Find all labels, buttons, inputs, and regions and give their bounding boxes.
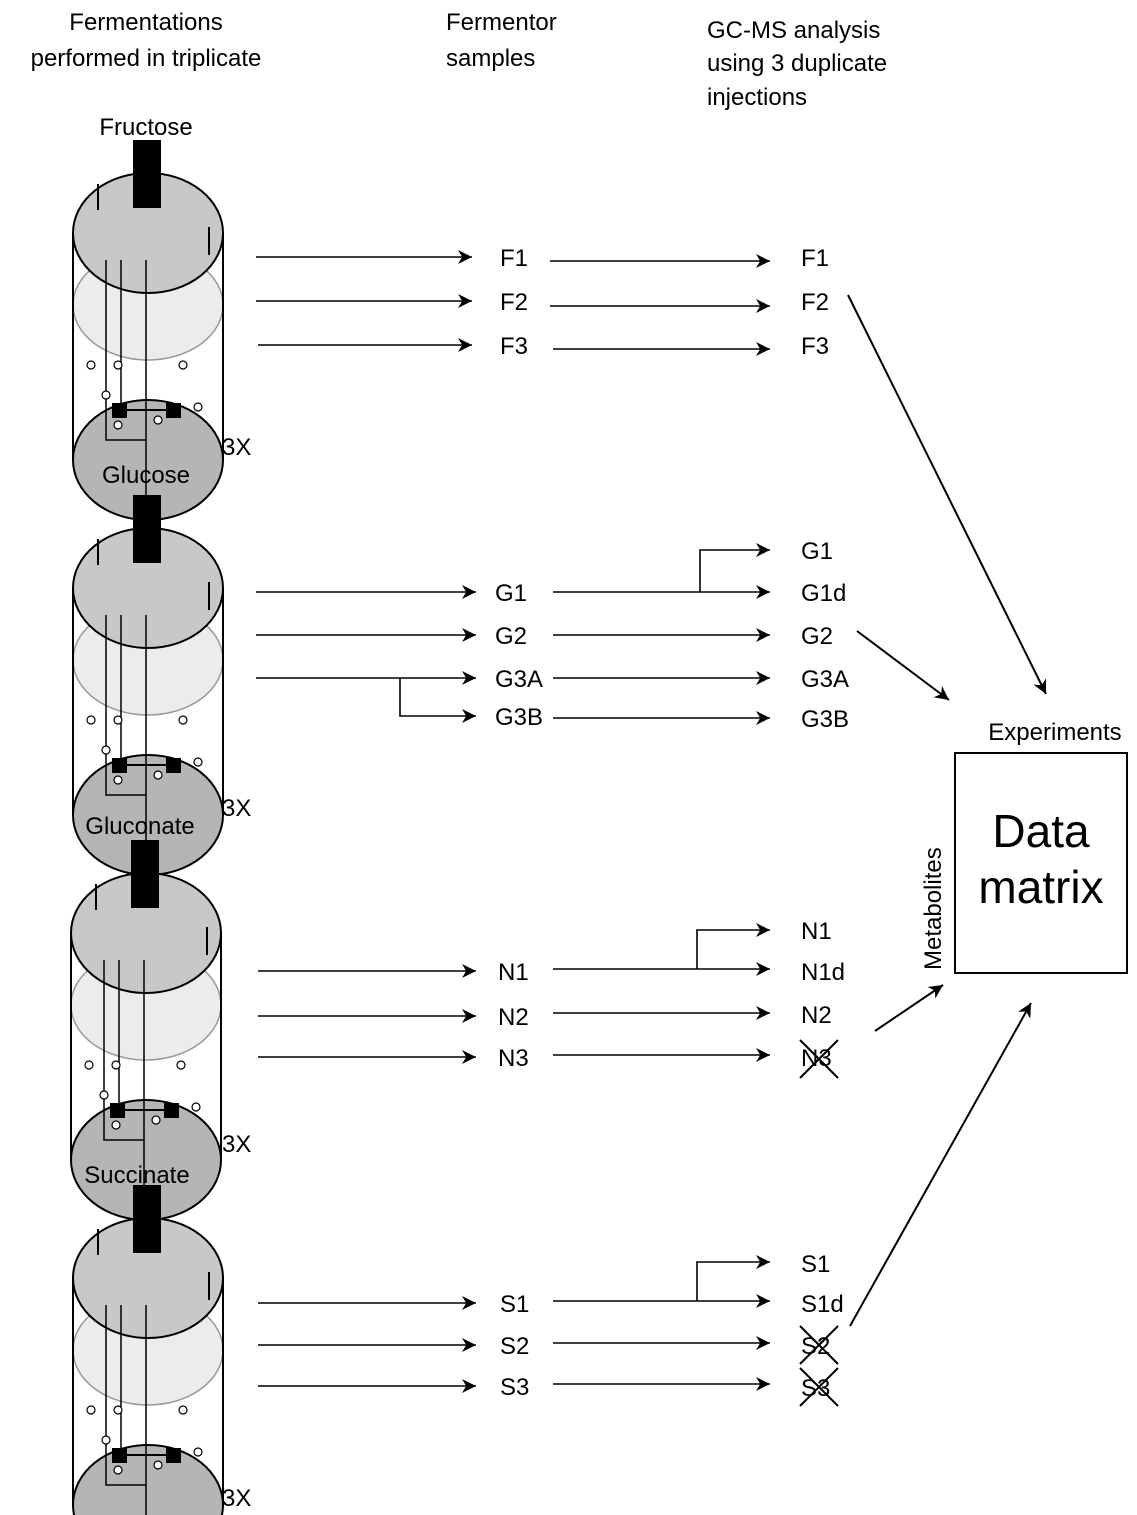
header-gcms-line1: GC-MS analysis xyxy=(707,17,880,44)
fermentor-to-sample-arrows xyxy=(256,250,476,1393)
column-headers: Fermentations performed in triplicate Fe… xyxy=(31,9,888,111)
replicate-count: 3X xyxy=(222,434,251,461)
substrate-label: Glucose xyxy=(102,462,190,489)
sample-label: F1 xyxy=(500,245,528,272)
injection-label: F2 xyxy=(801,289,829,316)
substrate-label: Fructose xyxy=(99,114,192,141)
sample-label: N3 xyxy=(498,1045,529,1072)
injection-label: G2 xyxy=(801,623,833,650)
header-gcms-line2: using 3 duplicate xyxy=(707,50,887,77)
sample-label: S3 xyxy=(500,1374,529,1401)
injection-label: F3 xyxy=(801,333,829,360)
sample-label: F3 xyxy=(500,333,528,360)
arrow xyxy=(874,984,944,1032)
sample-label: G2 xyxy=(495,623,527,650)
excluded-cross-marks xyxy=(799,1039,839,1407)
sample-label: F2 xyxy=(500,289,528,316)
injection-label: G3B xyxy=(801,706,849,733)
injection-label: S1 xyxy=(801,1251,830,1278)
sample-to-injection-arrows xyxy=(550,254,770,1391)
fermentor-vessel-icon xyxy=(72,1184,224,1515)
injection-label: N1d xyxy=(801,959,845,986)
substrate-label: Gluconate xyxy=(85,813,194,840)
data-matrix-title-line1: Data xyxy=(992,805,1090,857)
arrow xyxy=(847,294,1047,695)
data-matrix-title-line2: matrix xyxy=(978,861,1103,913)
arrow xyxy=(849,1002,1032,1327)
fermentor-glucose: Glucose 3X xyxy=(72,462,251,876)
sample-label: N2 xyxy=(498,1004,529,1031)
fermentor-fructose: Fructose 3X xyxy=(72,114,251,521)
data-matrix: Experiments Data matrix Metabolites xyxy=(920,719,1128,974)
fermentor-gluconate: Gluconate 3X xyxy=(70,813,251,1221)
experiments-label: Experiments xyxy=(988,719,1121,746)
injection-label: F1 xyxy=(801,245,829,272)
cross-out-icon xyxy=(799,1039,839,1079)
sample-label: G3A xyxy=(495,666,543,693)
metabolites-label: Metabolites xyxy=(920,847,947,970)
to-matrix-arrows xyxy=(847,294,1047,1327)
arrow xyxy=(696,923,770,969)
injection-label: N2 xyxy=(801,1002,832,1029)
sample-label: G1 xyxy=(495,580,527,607)
header-samples-line1: Fermentor xyxy=(446,9,557,36)
injection-label: G3A xyxy=(801,666,849,693)
arrow xyxy=(399,678,476,723)
header-gcms-line3: injections xyxy=(707,84,807,111)
injection-label: G1 xyxy=(801,538,833,565)
cross-out-icon xyxy=(799,1367,839,1407)
data-matrix-box xyxy=(954,752,1128,974)
arrow xyxy=(696,1255,770,1301)
header-fermentations-line2: performed in triplicate xyxy=(31,45,262,72)
gcms-injections: F1 F2 F3 G1 G1d G2 G3A G3B N1 N1d N2 N3 … xyxy=(801,245,849,1402)
sample-label: G3B xyxy=(495,704,543,731)
header-fermentations-line1: Fermentations xyxy=(69,9,222,36)
arrow xyxy=(699,543,770,592)
arrow xyxy=(856,630,950,701)
injection-label: N1 xyxy=(801,918,832,945)
header-samples-line2: samples xyxy=(446,45,535,72)
sample-label: S1 xyxy=(500,1291,529,1318)
replicate-count: 3X xyxy=(222,1131,251,1158)
sample-label: S2 xyxy=(500,1333,529,1360)
replicate-count: 3X xyxy=(222,795,251,822)
injection-label: G1d xyxy=(801,580,846,607)
replicate-count: 3X xyxy=(222,1485,251,1512)
sample-label: N1 xyxy=(498,959,529,986)
cross-out-icon xyxy=(799,1325,839,1365)
fermentor-samples: F1 F2 F3 G1 G2 G3A G3B N1 N2 N3 S1 S2 S3 xyxy=(495,245,543,1401)
fermentor-succinate: Succinate 3X xyxy=(72,1162,251,1515)
injection-label: S1d xyxy=(801,1291,844,1318)
substrate-label: Succinate xyxy=(84,1162,189,1189)
